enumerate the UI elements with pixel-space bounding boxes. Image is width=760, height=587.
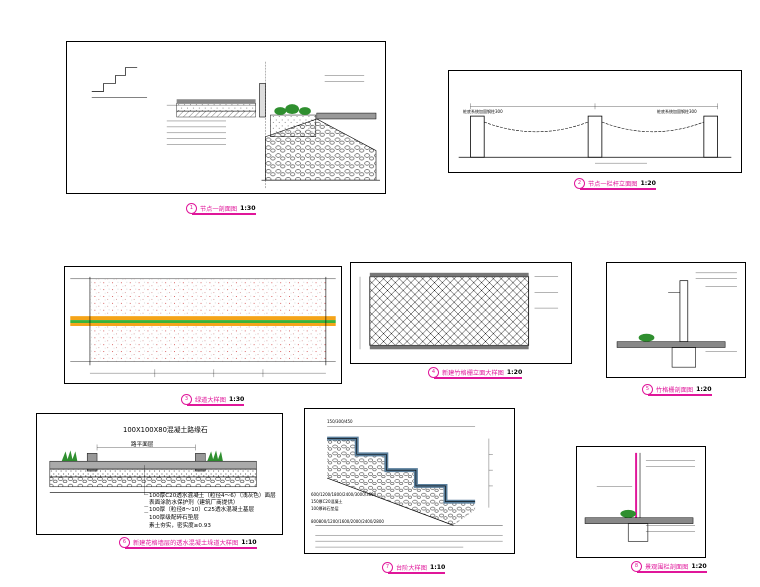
panel-landscape-fence-section: [576, 446, 706, 558]
panel-greenway-plan: [64, 266, 342, 384]
railing-label-left: 桩底系统加固钢柱300: [463, 109, 503, 114]
fence-section-drawing: [584, 452, 696, 542]
caption-scale: 1:10: [429, 563, 446, 571]
caption-panel-6: 6 新建花格墙层的透水混凝土垛道大样图 1:10: [119, 536, 257, 549]
steps-detail-drawing: [315, 426, 503, 548]
curb-label: 100X100X80混凝土路缘石: [123, 426, 208, 434]
steps-top-dim: 150/300/450: [327, 419, 353, 424]
caption-scale: 1:30: [228, 395, 245, 403]
caption-scale: 1:20: [691, 562, 707, 570]
caption-underline: [187, 404, 245, 406]
caption-underline: [125, 547, 257, 549]
layer-label-1b: 表面涂防水保护剂（建筑厂商提供）: [149, 500, 239, 506]
layer-label-3: 100厚级配碎石垫层: [149, 515, 199, 521]
caption-title: 节点一剖面图: [200, 205, 238, 213]
caption-title: 新建竹格栅立面大样图: [442, 369, 504, 377]
caption-number: 2: [574, 177, 585, 189]
layer-label-2: 100厚（粒径8～10）C25透水混凝土基层: [149, 507, 255, 513]
bamboo-grille-drawing: [359, 272, 559, 350]
caption-title: 绿道大样图: [195, 396, 226, 404]
caption-number: 6: [119, 536, 130, 548]
caption-title: 竹格栅剖面图: [656, 386, 694, 394]
section-1-drawing: [91, 61, 380, 189]
caption-panel-7: 7 台阶大样图 1:10: [382, 561, 446, 574]
caption-underline: [388, 572, 446, 574]
caption-title: 台阶大样图: [396, 564, 427, 572]
railing-label-right: 桩底系统加固钢柱300: [657, 109, 697, 114]
railing-elevation-drawing: [458, 103, 732, 164]
panel-section-1: [66, 41, 386, 194]
caption-underline: [637, 571, 707, 573]
steps-label-1: 600/1200/1800/2400/3000/3600: [311, 492, 377, 497]
caption-scale: 1:10: [241, 538, 257, 546]
panel-steps-detail: 150/300/450 600/1200/1800/2400/3000/3600…: [304, 408, 515, 554]
panel-railing-elevation: 桩底系统加固钢柱300 桩底系统加固钢柱300: [448, 70, 742, 173]
permeable-concrete-drawing: [49, 444, 257, 513]
panel-bamboo-grille-elevation: [350, 262, 572, 364]
panel-bamboo-grille-section: [606, 262, 746, 378]
bamboo-section-drawing: [616, 272, 737, 368]
caption-number: 7: [382, 561, 393, 573]
caption-number: 1: [186, 202, 197, 214]
caption-number: 5: [642, 383, 653, 395]
caption-panel-1: 1 节点一剖面图 1:30: [186, 202, 256, 215]
caption-title: 新建花格墙层的透水混凝土垛道大样图: [133, 539, 239, 547]
caption-number: 3: [181, 393, 192, 405]
road-surface-label: 路平面层: [131, 442, 154, 448]
steps-label-3: 100厚碎石垫层: [311, 506, 339, 511]
caption-scale: 1:20: [640, 179, 656, 187]
caption-title: 节点一栏杆立面图: [588, 180, 638, 188]
caption-panel-3: 3 绿道大样图 1:30: [181, 393, 245, 406]
steps-bottom-dim: 800800/1200/1600/2000/2400/2800: [311, 519, 384, 524]
caption-panel-5: 5 竹格栅剖面图 1:20: [642, 383, 712, 396]
caption-underline: [580, 188, 656, 190]
caption-underline: [648, 394, 712, 396]
caption-panel-2: 2 节点一栏杆立面图 1:20: [574, 177, 656, 190]
caption-panel-8: 8 景观围栏剖面图 1:20: [631, 560, 707, 573]
caption-scale: 1:30: [240, 204, 256, 212]
layer-label-4: 素土夯实，密实度≥0.93: [149, 523, 211, 529]
caption-title: 景观围栏剖面图: [645, 563, 689, 571]
steps-label-2: 150厚C20混凝土: [311, 499, 343, 504]
caption-panel-4: 4 新建竹格栅立面大样图 1:20: [428, 366, 523, 379]
caption-scale: 1:20: [696, 385, 712, 393]
caption-number: 8: [631, 560, 642, 572]
greenway-plan-drawing: [70, 276, 336, 378]
caption-underline: [192, 213, 256, 215]
caption-underline: [434, 377, 523, 379]
caption-scale: 1:20: [506, 368, 523, 376]
layer-label-1: 100厚C20透水混凝土（粒径4～6）（浅灰色）面层: [149, 493, 276, 499]
panel-permeable-concrete-detail: 100X100X80混凝土路缘石 路平面层 100厚C20透水混凝土（粒径4～6…: [36, 413, 283, 535]
caption-number: 4: [428, 366, 439, 378]
